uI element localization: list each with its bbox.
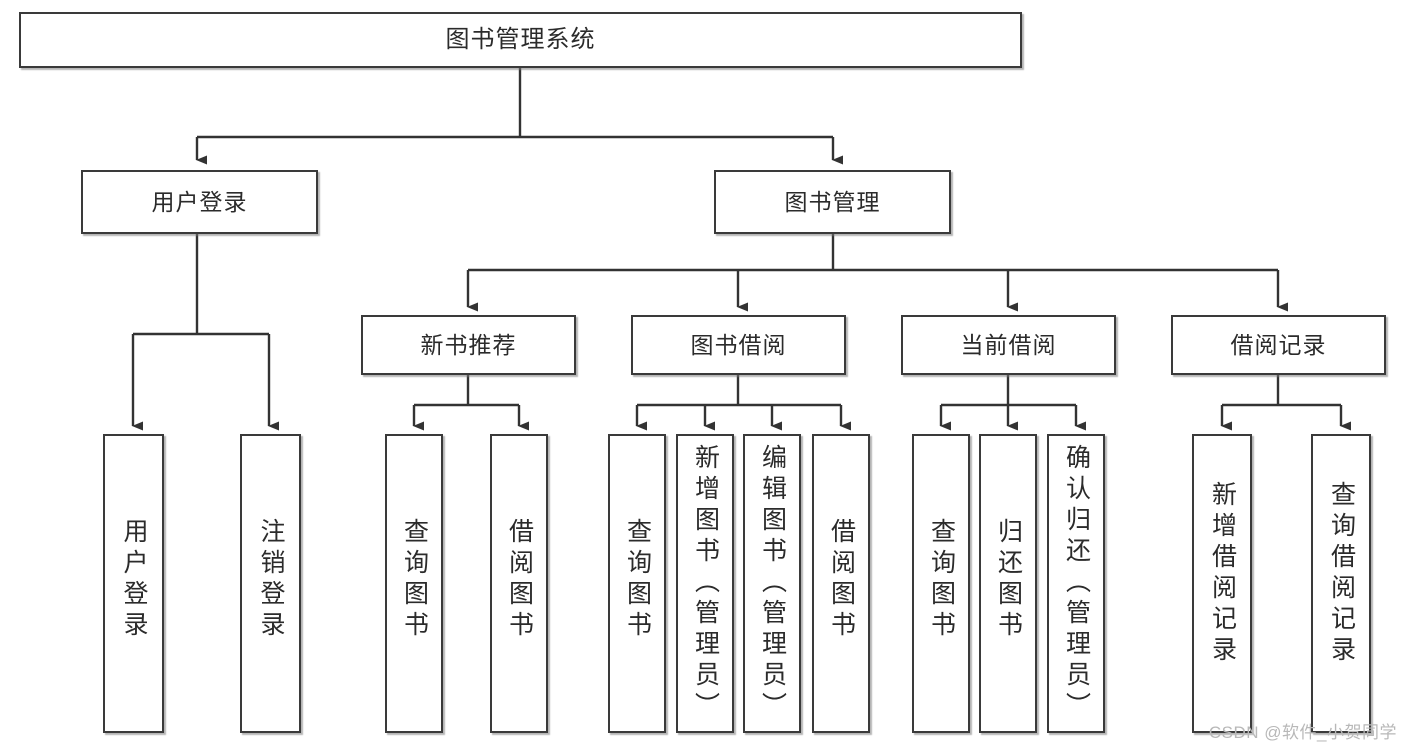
leaf-query-book-current[interactable]: 查询图书: [912, 434, 970, 733]
leaf-query-borrow-record[interactable]: 查询借阅记录: [1311, 434, 1371, 733]
node-label: 借阅图书: [827, 518, 856, 642]
node-label: 注销登录: [257, 518, 285, 642]
node-label: 用户登录: [120, 518, 148, 642]
node-label: 图书管理: [784, 188, 881, 215]
node-book-management[interactable]: 图书管理: [714, 170, 951, 234]
node-label: 图书管理系统: [445, 26, 596, 54]
leaf-add-borrow-record[interactable]: 新增借阅记录: [1192, 434, 1252, 733]
node-label: 借阅记录: [1230, 331, 1327, 358]
leaf-edit-book-admin[interactable]: 编辑图书（管理员）: [743, 434, 801, 733]
node-label: 归还图书: [994, 518, 1023, 642]
leaf-query-book-recommend[interactable]: 查询图书: [385, 434, 443, 733]
csdn-watermark: CSDN @软件_小贺同学: [1208, 723, 1397, 742]
leaf-borrow-book-recommend[interactable]: 借阅图书: [490, 434, 548, 733]
node-label: 用户登录: [151, 188, 248, 215]
leaf-query-book-borrow[interactable]: 查询图书: [608, 434, 666, 733]
node-label: 查询借阅记录: [1327, 481, 1356, 667]
node-root-system[interactable]: 图书管理系统: [19, 12, 1022, 68]
node-label: 编辑图书（管理员）: [758, 444, 787, 723]
leaf-confirm-return-admin[interactable]: 确认归还（管理员）: [1047, 434, 1105, 733]
node-label: 新增借阅记录: [1208, 481, 1237, 667]
node-borrow-record[interactable]: 借阅记录: [1171, 315, 1386, 375]
node-label: 新增图书（管理员）: [691, 444, 720, 723]
leaf-add-book-admin[interactable]: 新增图书（管理员）: [676, 434, 734, 733]
node-label: 查询图书: [400, 518, 429, 642]
node-current-borrow[interactable]: 当前借阅: [901, 315, 1116, 375]
node-label: 图书借阅: [690, 331, 787, 358]
leaf-user-login[interactable]: 用户登录: [103, 434, 164, 733]
node-label: 查询图书: [623, 518, 652, 642]
node-label: 查询图书: [927, 518, 956, 642]
node-label: 确认归还（管理员）: [1062, 444, 1091, 723]
leaf-logout[interactable]: 注销登录: [240, 434, 301, 733]
node-user-login[interactable]: 用户登录: [81, 170, 318, 234]
leaf-return-book[interactable]: 归还图书: [979, 434, 1037, 733]
node-label: 借阅图书: [505, 518, 534, 642]
node-book-borrow[interactable]: 图书借阅: [631, 315, 846, 375]
node-new-book-recommend[interactable]: 新书推荐: [361, 315, 576, 375]
node-label: 当前借阅: [960, 331, 1057, 358]
leaf-borrow-book[interactable]: 借阅图书: [812, 434, 870, 733]
node-label: 新书推荐: [420, 331, 517, 358]
